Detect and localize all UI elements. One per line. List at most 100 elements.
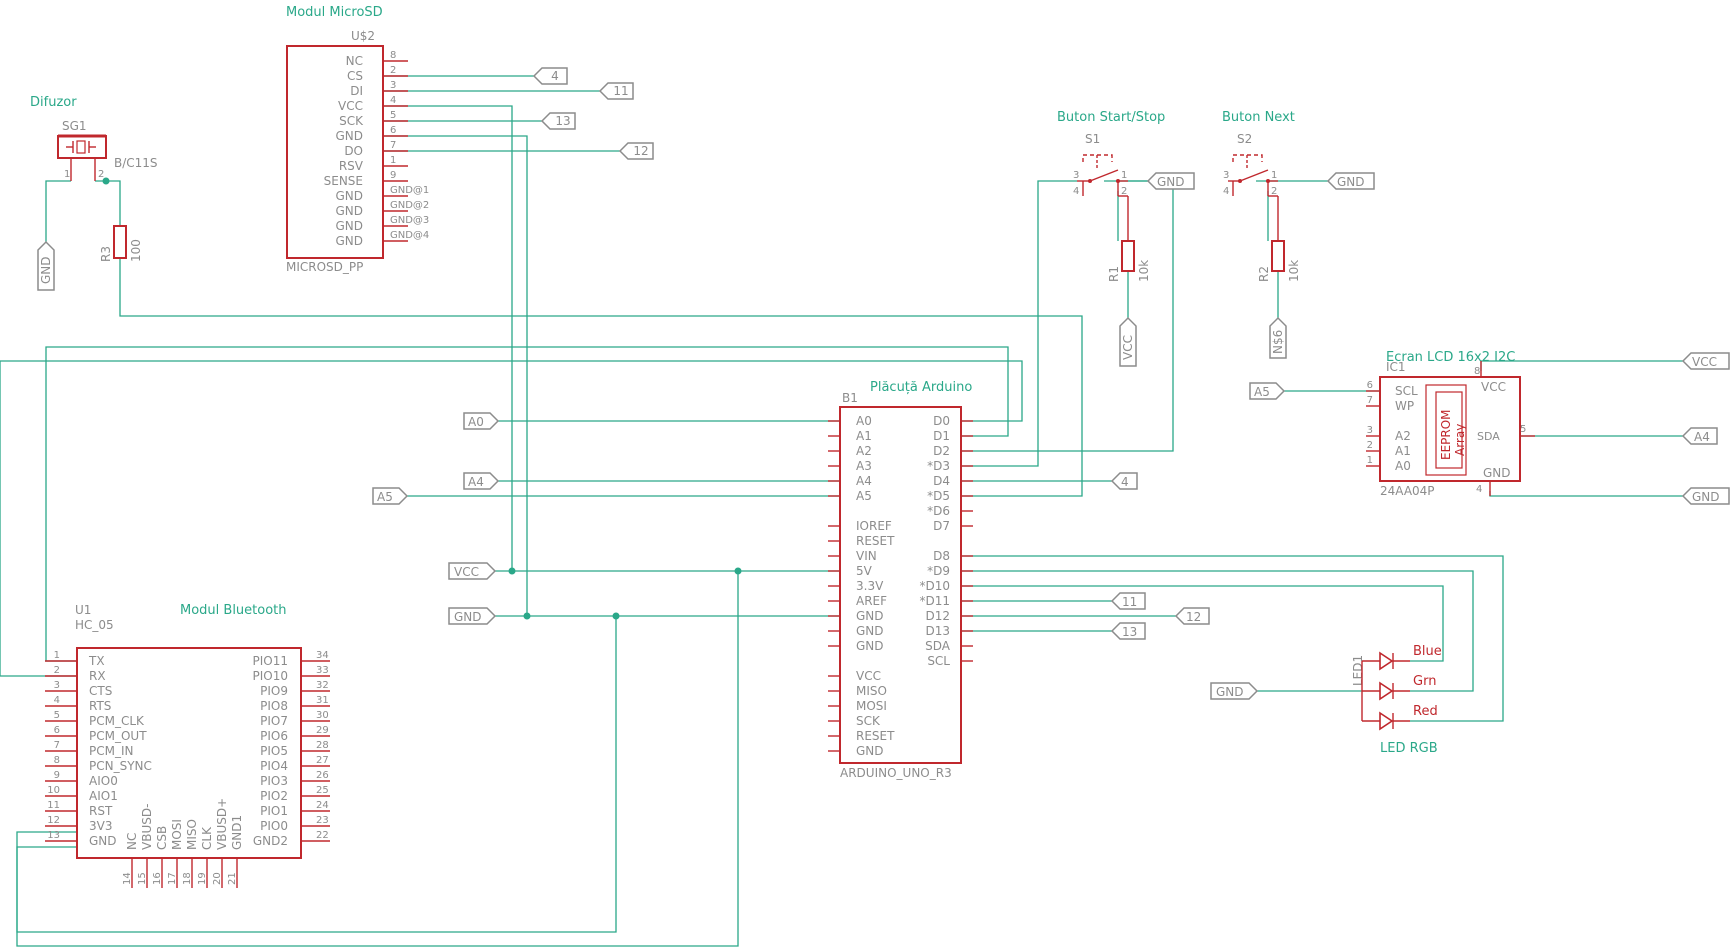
s1-pin1: 1 — [1121, 170, 1127, 181]
arduino-right-pin-name: D7 — [933, 519, 950, 533]
bt-right-pin-name: PIO4 — [260, 759, 288, 773]
microsd-pin-number: 8 — [390, 50, 396, 61]
port-a5[interactable]: A5 — [372, 487, 409, 505]
rgb-led[interactable]: LED1 Blue Grn Red LED RGB — [1351, 644, 1442, 756]
microsd-pin-number: GND@3 — [390, 215, 429, 226]
speaker[interactable]: Difuzor SG1 1 2 B/C11S — [30, 95, 158, 181]
port-label: 13 — [555, 114, 570, 128]
resistor-r2[interactable]: R2 10k — [1257, 195, 1301, 282]
bt-right-pin-number: 34 — [316, 650, 329, 661]
lcd-port-a4[interactable]: A4 — [1681, 427, 1718, 445]
port-gnd[interactable]: GND — [448, 607, 497, 625]
bt-bottom-pin-number: 21 — [227, 872, 238, 885]
arduino-pins: A0A1A2A3A4A5IOREFRESETVIN5V3.3VAREFGNDGN… — [828, 414, 973, 758]
bt-right-pin-name: PIO0 — [260, 819, 288, 833]
port-label: GND — [1216, 685, 1244, 699]
s2-ref: S2 — [1237, 132, 1252, 146]
bt-right-pin-name: PIO11 — [253, 654, 289, 668]
bt-right-pin-number: 22 — [316, 830, 329, 841]
lcd-pin-number: 7 — [1367, 395, 1373, 406]
bt-right-pin-name: PIO6 — [260, 729, 288, 743]
button-start-stop[interactable]: Buton Start/Stop S1 3 4 1 2 — [1057, 110, 1165, 197]
resistor-r1[interactable]: R1 10k — [1107, 195, 1151, 282]
wire-d10-blue — [961, 585, 1444, 662]
led-red: Red — [1362, 704, 1438, 731]
lcd-port-a5[interactable]: A5 — [1249, 382, 1286, 400]
arduino-left-pin-name: 3.3V — [856, 579, 884, 593]
wire-sd-vcc — [383, 105, 513, 571]
port-a4[interactable]: A4 — [463, 472, 500, 490]
r2-net-port[interactable]: N$6 — [1269, 316, 1287, 359]
arduino-right-pin-name: D0 — [933, 414, 950, 428]
port-d12[interactable]: 12 — [1174, 607, 1210, 625]
port-vcc[interactable]: VCC — [448, 562, 497, 580]
microsd-pin-number: 3 — [390, 80, 396, 91]
arduino-board[interactable]: Plăcuță Arduino B1 A0A1A2A3A4A5IOREFRESE… — [828, 380, 973, 780]
led-gnd-port[interactable]: GND — [1210, 682, 1259, 700]
microsd-pin-name: GND — [335, 129, 363, 143]
r1-vcc-port[interactable]: VCC — [1119, 316, 1137, 367]
wire-spk-gnd — [45, 180, 71, 242]
lcd-pin-name: SCL — [1395, 384, 1418, 398]
s2-gnd-port[interactable]: GND — [1326, 172, 1375, 190]
s1-gnd-port[interactable]: GND — [1146, 172, 1195, 190]
btn1-title: Buton Start/Stop — [1057, 110, 1165, 125]
bt-right-pin-number: 28 — [316, 740, 329, 751]
microsd-pin-number: GND@2 — [390, 200, 429, 211]
port-label: VCC — [454, 565, 479, 579]
microsd-pin-name: GND — [335, 219, 363, 233]
bt-right-pin-name: PIO8 — [260, 699, 288, 713]
microsd-port-sck[interactable]: 13 — [540, 112, 576, 130]
bt-left-pin-number: 6 — [54, 725, 60, 736]
r2-value: 10k — [1287, 260, 1301, 282]
led-blue: Blue — [1362, 644, 1442, 671]
port-label: A0 — [468, 415, 484, 429]
r2-body — [1271, 240, 1285, 272]
bt-right-pin-number: 32 — [316, 680, 329, 691]
bt-left-pin-number: 9 — [54, 770, 60, 781]
button-next[interactable]: Buton Next S2 3 4 1 2 — [1222, 110, 1295, 197]
port-d4[interactable]: 4 — [1110, 472, 1138, 490]
lcd-port-vcc[interactable]: VCC — [1681, 352, 1730, 370]
r1-ref: R1 — [1107, 266, 1121, 282]
port-label: 11 — [613, 84, 628, 98]
lcd-module[interactable]: Ecran LCD 16x2 I2C IC1 EEPROM Array SCL6… — [1366, 350, 1535, 498]
lcd-port-gnd[interactable]: GND — [1681, 487, 1730, 505]
speaker-gnd-port[interactable]: GND — [37, 240, 55, 291]
bt-left-pin-name: TX — [88, 654, 105, 668]
eeprom-array-label: Array — [1453, 424, 1467, 456]
microsd-pin-name: GND — [335, 204, 363, 218]
port-a0[interactable]: A0 — [463, 412, 500, 430]
lcd-pin-number: 6 — [1367, 380, 1373, 391]
led-title: LED RGB — [1380, 741, 1438, 756]
resistor-r3[interactable]: R3 100 — [99, 225, 143, 262]
lcd-vcc: VCC — [1481, 380, 1506, 394]
s2-pin2: 2 — [1271, 186, 1277, 197]
bluetooth-module[interactable]: U1 HC_05 Modul Bluetooth TX1RX2CTS3RTS4P… — [45, 603, 330, 888]
microsd-pin-name: SENSE — [324, 174, 363, 188]
bt-pins: TX1RX2CTS3RTS4PCM_CLK5PCM_OUT6PCM_IN7PCN… — [45, 650, 330, 888]
arduino-right-pin-name: D2 — [933, 444, 950, 458]
port-d11[interactable]: 11 — [1110, 592, 1146, 610]
r1-value: 10k — [1137, 260, 1151, 282]
port-d13[interactable]: 13 — [1110, 622, 1146, 640]
wire-sd-gnd — [383, 135, 528, 616]
junction-gnd-loop — [612, 612, 620, 620]
microsd-port-do[interactable]: 12 — [618, 142, 654, 160]
btn2-title: Buton Next — [1222, 110, 1295, 125]
microsd-title: Modul MicroSD — [286, 5, 383, 20]
bt-right-pin-number: 29 — [316, 725, 329, 736]
bt-left-pin-name: PCN_SYNC — [89, 759, 152, 773]
microsd-body — [286, 45, 384, 259]
bt-right-pin-number: 26 — [316, 770, 329, 781]
arduino-right-pin-name: D8 — [933, 549, 950, 563]
wire-spk-r3 — [95, 180, 121, 226]
lcd-pin-number: 2 — [1367, 440, 1373, 451]
bt-left-pin-name: GND — [89, 834, 117, 848]
bt-left-pin-number: 7 — [54, 740, 60, 751]
lcd-gnd: GND — [1483, 466, 1511, 480]
microsd-port-di[interactable]: 11 — [598, 82, 634, 100]
lcd-pin-number: 1 — [1367, 455, 1373, 466]
microsd-port-cs[interactable]: 4 — [532, 67, 568, 85]
